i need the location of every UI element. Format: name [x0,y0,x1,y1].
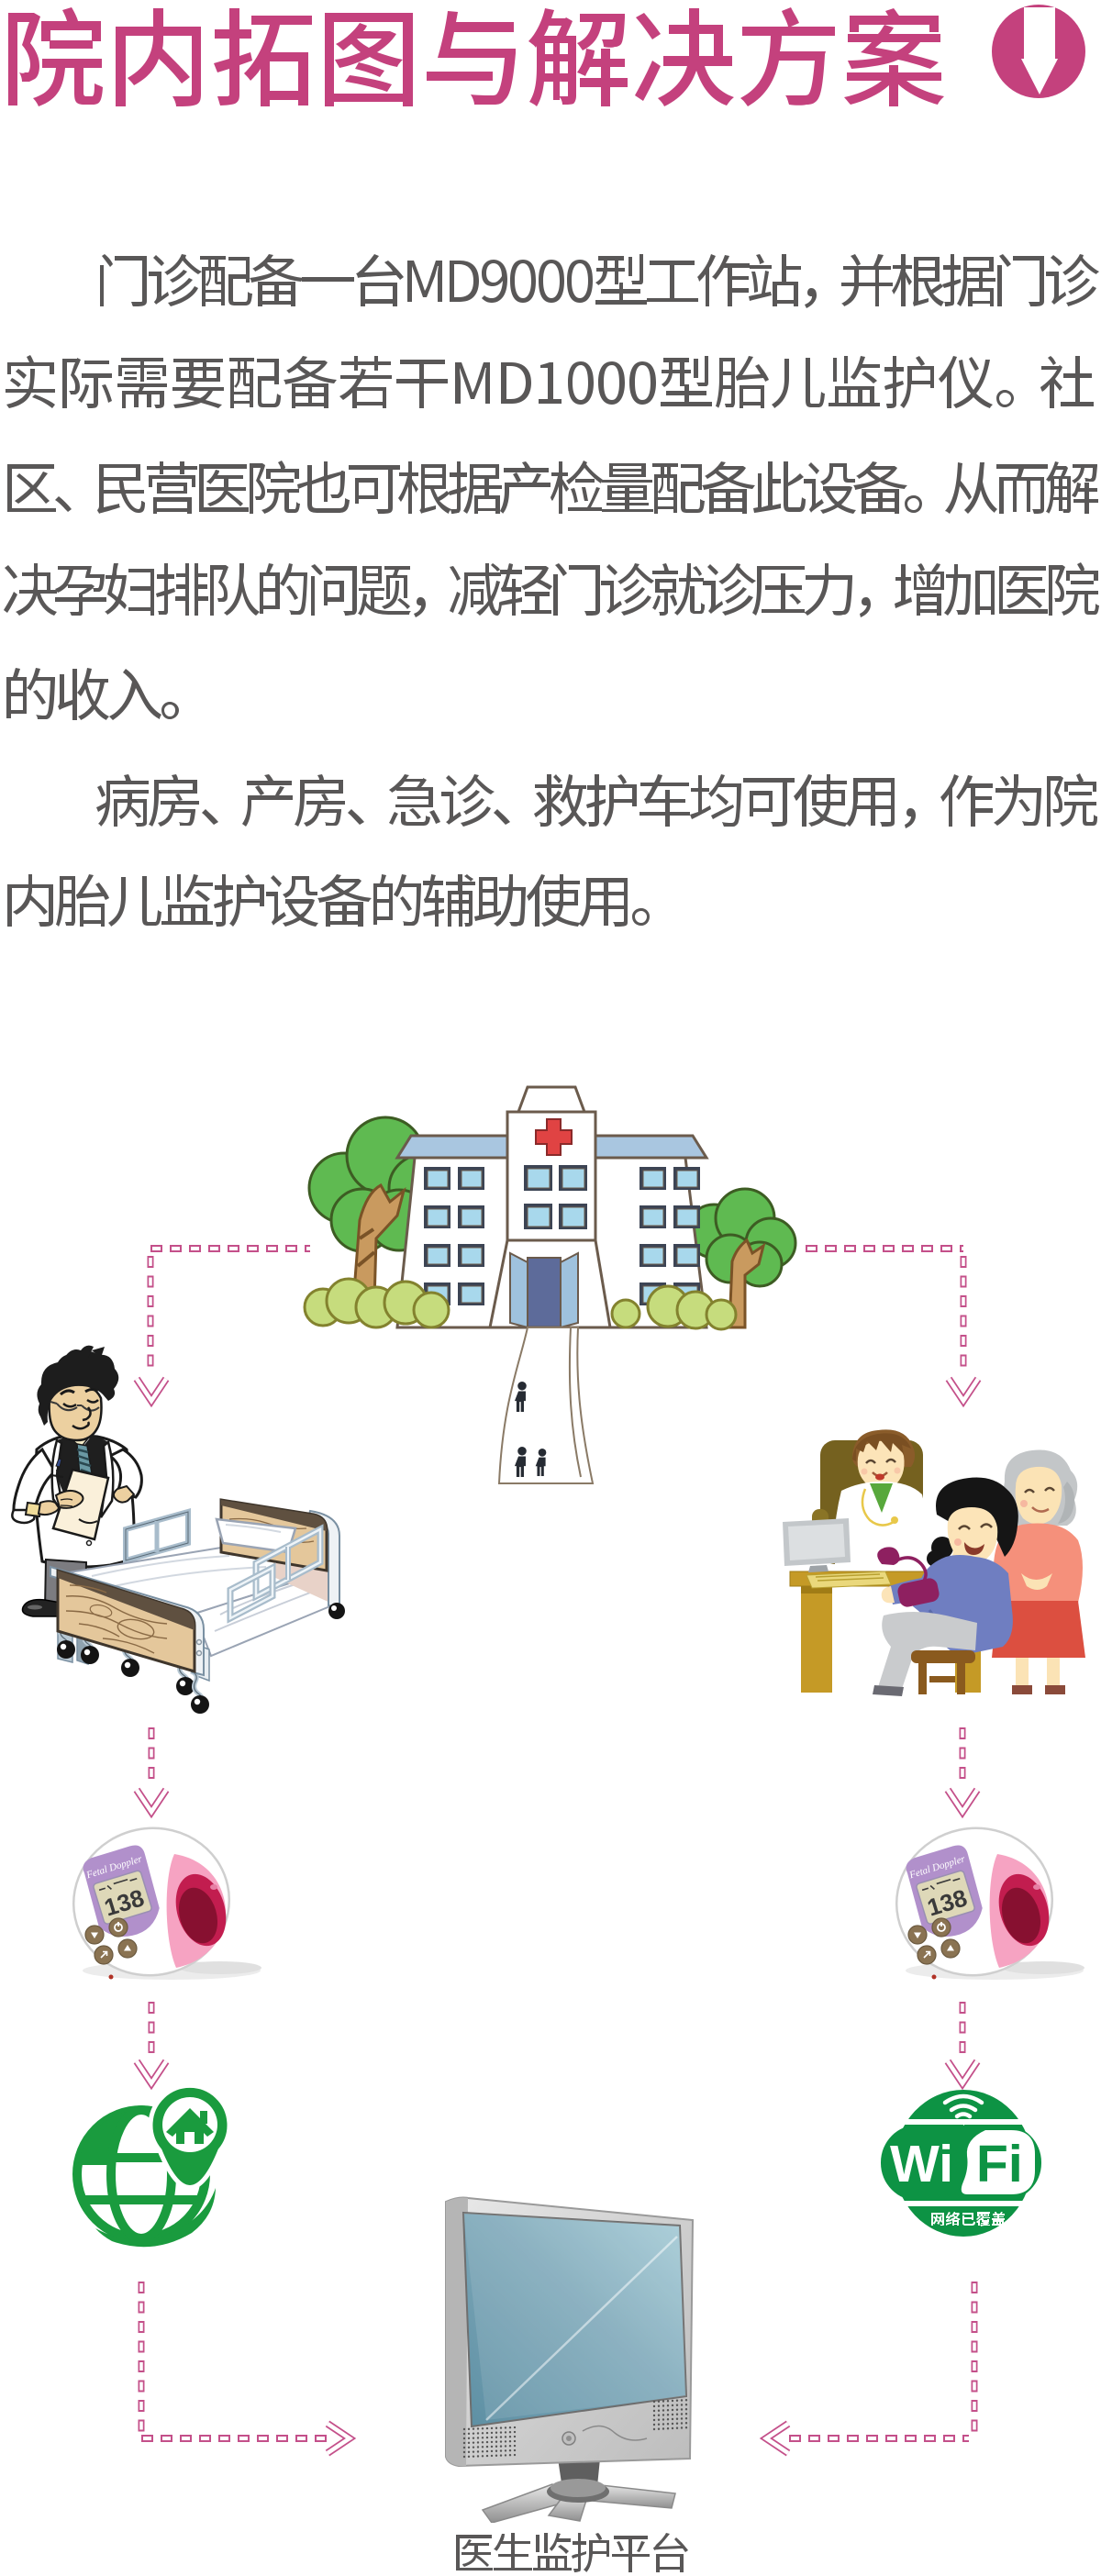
svg-text:Fi: Fi [976,2135,1023,2193]
svg-text:Wi: Wi [890,2135,953,2193]
